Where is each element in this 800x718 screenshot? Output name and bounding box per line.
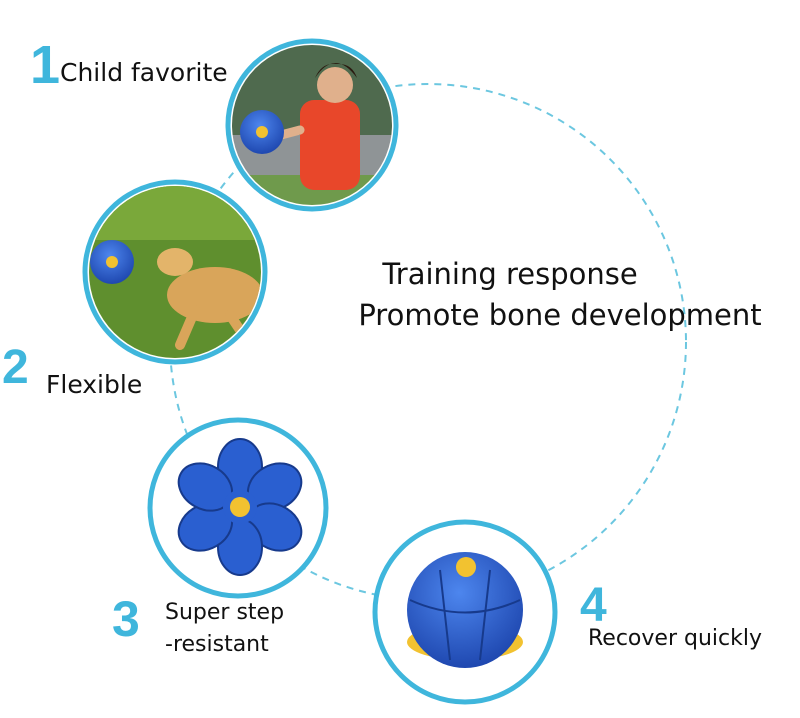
feature-number-2: 2	[2, 341, 29, 394]
photo-flat-ball	[147, 417, 329, 599]
center-line-1: Training response	[382, 257, 638, 291]
photo-child	[225, 38, 399, 212]
feature-label-1: Child favorite	[60, 58, 228, 87]
feature-label-3b: -resistant	[165, 632, 269, 657]
feature-number-1: 1	[30, 35, 61, 95]
photo-round-ball	[372, 519, 558, 705]
photo-dog	[82, 179, 268, 365]
center-line-2: Promote bone development	[358, 298, 762, 332]
feature-label-4: Recover quickly	[588, 626, 762, 651]
feature-label-2: Flexible	[46, 370, 143, 399]
feature-number-3: 3	[112, 591, 140, 647]
feature-label-3a: Super step	[165, 600, 285, 625]
feature-number-4: 4	[580, 579, 607, 632]
center-text: Training response Promote bone developme…	[340, 254, 800, 336]
